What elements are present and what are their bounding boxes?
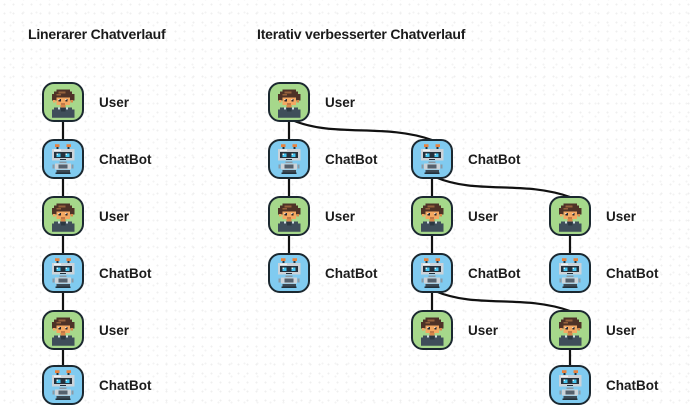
edge-curved: [433, 175, 572, 199]
chatbot-pixel-avatar-icon: [42, 365, 84, 405]
user-pixel-avatar-icon: [268, 82, 310, 122]
edge-curved: [433, 289, 572, 313]
user-icon: [45, 314, 81, 347]
node-label: ChatBot: [468, 151, 521, 167]
node-label: ChatBot: [99, 265, 152, 281]
user-icon: [552, 200, 588, 233]
node-label: User: [99, 208, 130, 224]
user-icon: [414, 200, 450, 233]
user-pixel-avatar-icon: [42, 310, 84, 350]
chatbot-pixel-avatar-icon: [549, 365, 591, 405]
chatbot-icon: [45, 143, 81, 176]
node-label: ChatBot: [606, 265, 659, 281]
user-pixel-avatar-icon: [42, 82, 84, 122]
chatbot-pixel-avatar-icon: [42, 139, 84, 179]
user-pixel-avatar-icon: [549, 196, 591, 236]
chatbot-icon: [552, 369, 588, 402]
node-label: User: [99, 322, 130, 338]
node-label: ChatBot: [99, 151, 152, 167]
chatbot-icon: [271, 257, 307, 290]
user-pixel-avatar-icon: [268, 196, 310, 236]
user-pixel-avatar-icon: [549, 310, 591, 350]
chatbot-icon: [414, 257, 450, 290]
user-icon: [414, 314, 450, 347]
chatbot-pixel-avatar-icon: [268, 253, 310, 293]
node-label: ChatBot: [325, 265, 378, 281]
user-pixel-avatar-icon: [42, 196, 84, 236]
chatbot-icon: [552, 257, 588, 290]
node-label: User: [325, 94, 356, 110]
node-label: ChatBot: [99, 377, 152, 393]
chatbot-icon: [414, 143, 450, 176]
user-pixel-avatar-icon: [411, 310, 453, 350]
node-label: ChatBot: [606, 377, 659, 393]
chatbot-icon: [45, 257, 81, 290]
node-label: User: [606, 208, 637, 224]
user-icon: [45, 200, 81, 233]
chatbot-pixel-avatar-icon: [42, 253, 84, 293]
chatbot-icon: [45, 369, 81, 402]
edge-curved: [290, 118, 434, 142]
chatbot-icon: [271, 143, 307, 176]
user-icon: [45, 86, 81, 119]
node-label: User: [99, 94, 130, 110]
user-icon: [271, 86, 307, 119]
node-label: User: [468, 322, 499, 338]
node-label: ChatBot: [468, 265, 521, 281]
user-icon: [271, 200, 307, 233]
node-label: ChatBot: [325, 151, 378, 167]
user-pixel-avatar-icon: [411, 196, 453, 236]
node-label: User: [325, 208, 356, 224]
chatbot-pixel-avatar-icon: [268, 139, 310, 179]
chatbot-pixel-avatar-icon: [411, 253, 453, 293]
title-iterative-chat-history: Iterativ verbesserter Chatverlauf: [257, 26, 466, 42]
user-icon: [552, 314, 588, 347]
node-label: User: [606, 322, 637, 338]
node-label: User: [468, 208, 499, 224]
title-linear-chat-history: Linerarer Chatverlauf: [28, 26, 166, 42]
chatbot-pixel-avatar-icon: [549, 253, 591, 293]
chatbot-pixel-avatar-icon: [411, 139, 453, 179]
